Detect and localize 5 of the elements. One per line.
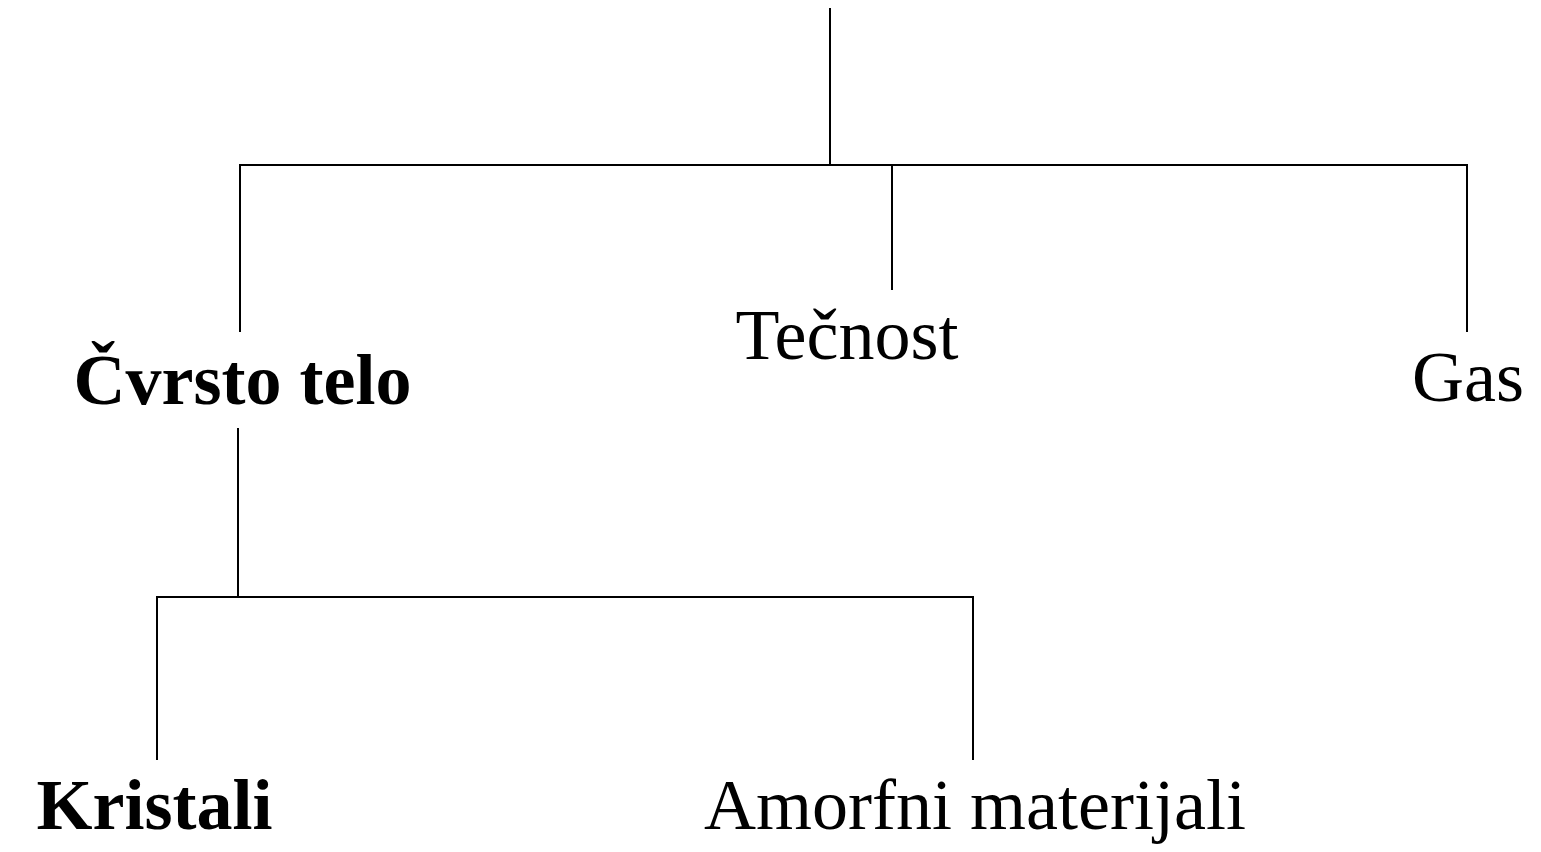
node-label: Tečnost	[735, 299, 959, 371]
node-label: Kristali	[36, 769, 273, 841]
connector-line	[829, 7, 1468, 333]
node-label: Gas	[1412, 341, 1524, 413]
connector-line	[237, 427, 974, 761]
